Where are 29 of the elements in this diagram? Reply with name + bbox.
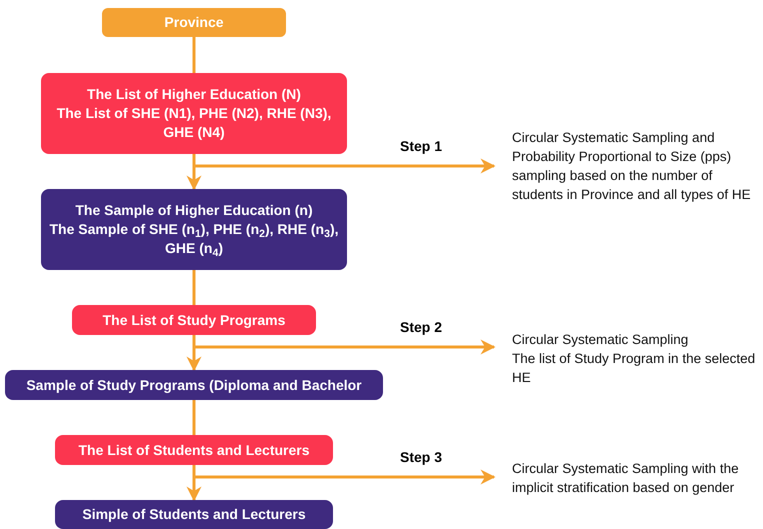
description-text: The list of Study Program in the selected HE <box>512 350 756 386</box>
box-text: The List of Higher Education (N) <box>87 85 301 104</box>
edge-label: Step 1 <box>398 139 444 153</box>
process-box <box>41 189 347 270</box>
arrow <box>192 335 496 354</box>
box-text: The List of Study Programs <box>102 310 286 330</box>
process-box <box>72 305 316 335</box>
box-text: Province <box>164 13 224 32</box>
box-text: The Sample of SHE (n$_{1}$), PHE (n$_{2}$), RHE (n$_{3}$), GHE (n$_{4}$) <box>49 220 339 258</box>
box-text: The List of Students and Lecturers <box>78 440 310 460</box>
connector-line <box>192 37 196 73</box>
box-text: The List of SHE (N1), PHE (N2), RHE (N3), GHE (N4) <box>56 104 332 142</box>
edge-label: Step 3 <box>398 450 444 464</box>
process-box <box>55 435 333 465</box>
arrow <box>192 154 496 174</box>
connector-line <box>192 270 196 305</box>
process-box <box>102 8 286 37</box>
description-text: Circular Systematic Sampling with the implicit stratification based on gender <box>512 460 740 497</box>
process-box <box>41 73 347 154</box>
process-box <box>5 370 383 400</box>
box-text: Sample of Study Programs (Diploma and Bachelor <box>26 376 362 394</box>
connector-line <box>192 400 196 435</box>
box-text: Simple of Students and Lecturers <box>82 505 306 524</box>
description-text: Circular Systematic Sampling <box>512 330 688 348</box>
arrow <box>192 465 496 484</box>
description-text: Circular Systematic Sampling and Probability Proportional to Size (pps) sampling based on the number of students in Province and all types of HE <box>512 129 752 204</box>
edge-label: Step 2 <box>398 320 444 334</box>
box-text: The Sample of Higher Education (n) <box>75 201 313 220</box>
process-box <box>55 500 333 529</box>
